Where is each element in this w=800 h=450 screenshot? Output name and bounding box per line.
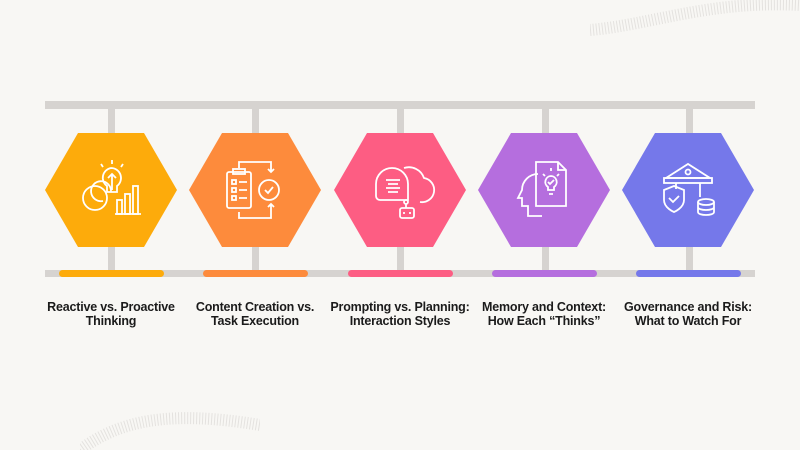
step-1-label: Reactive vs. Proactive Thinking	[47, 300, 175, 328]
step-3-label: Prompting vs. Planning: Interaction Styl…	[330, 300, 470, 328]
step-5-hexagon	[622, 133, 754, 247]
decorative-wave-top-right	[590, 0, 800, 36]
step-4-accent-bar	[492, 270, 597, 277]
step-1-hexagon	[45, 133, 177, 247]
step-4-label: Memory and Context: How Each “Thinks”	[482, 300, 606, 328]
decorative-wave-bottom-left	[80, 412, 260, 450]
step-3-hexagon	[334, 133, 466, 247]
checklist-gear-workflow-icon	[226, 161, 280, 219]
lightbulb-gear-growth-icon	[82, 160, 141, 215]
chat-bubble-bot-gear-icon	[375, 166, 436, 219]
step-1-accent-bar	[59, 270, 164, 277]
step-5-accent-bar	[636, 270, 741, 277]
step-5-label: Governance and Risk: What to Watch For	[624, 300, 752, 328]
step-4-hexagon	[478, 133, 610, 247]
bank-shield-database-icon	[662, 162, 715, 216]
step-3-accent-bar	[348, 270, 453, 277]
step-2-hexagon	[189, 133, 321, 247]
step-2-label: Content Creation vs. Task Execution	[195, 300, 315, 328]
head-document-idea-icon	[516, 161, 567, 217]
step-2-accent-bar	[203, 270, 308, 277]
